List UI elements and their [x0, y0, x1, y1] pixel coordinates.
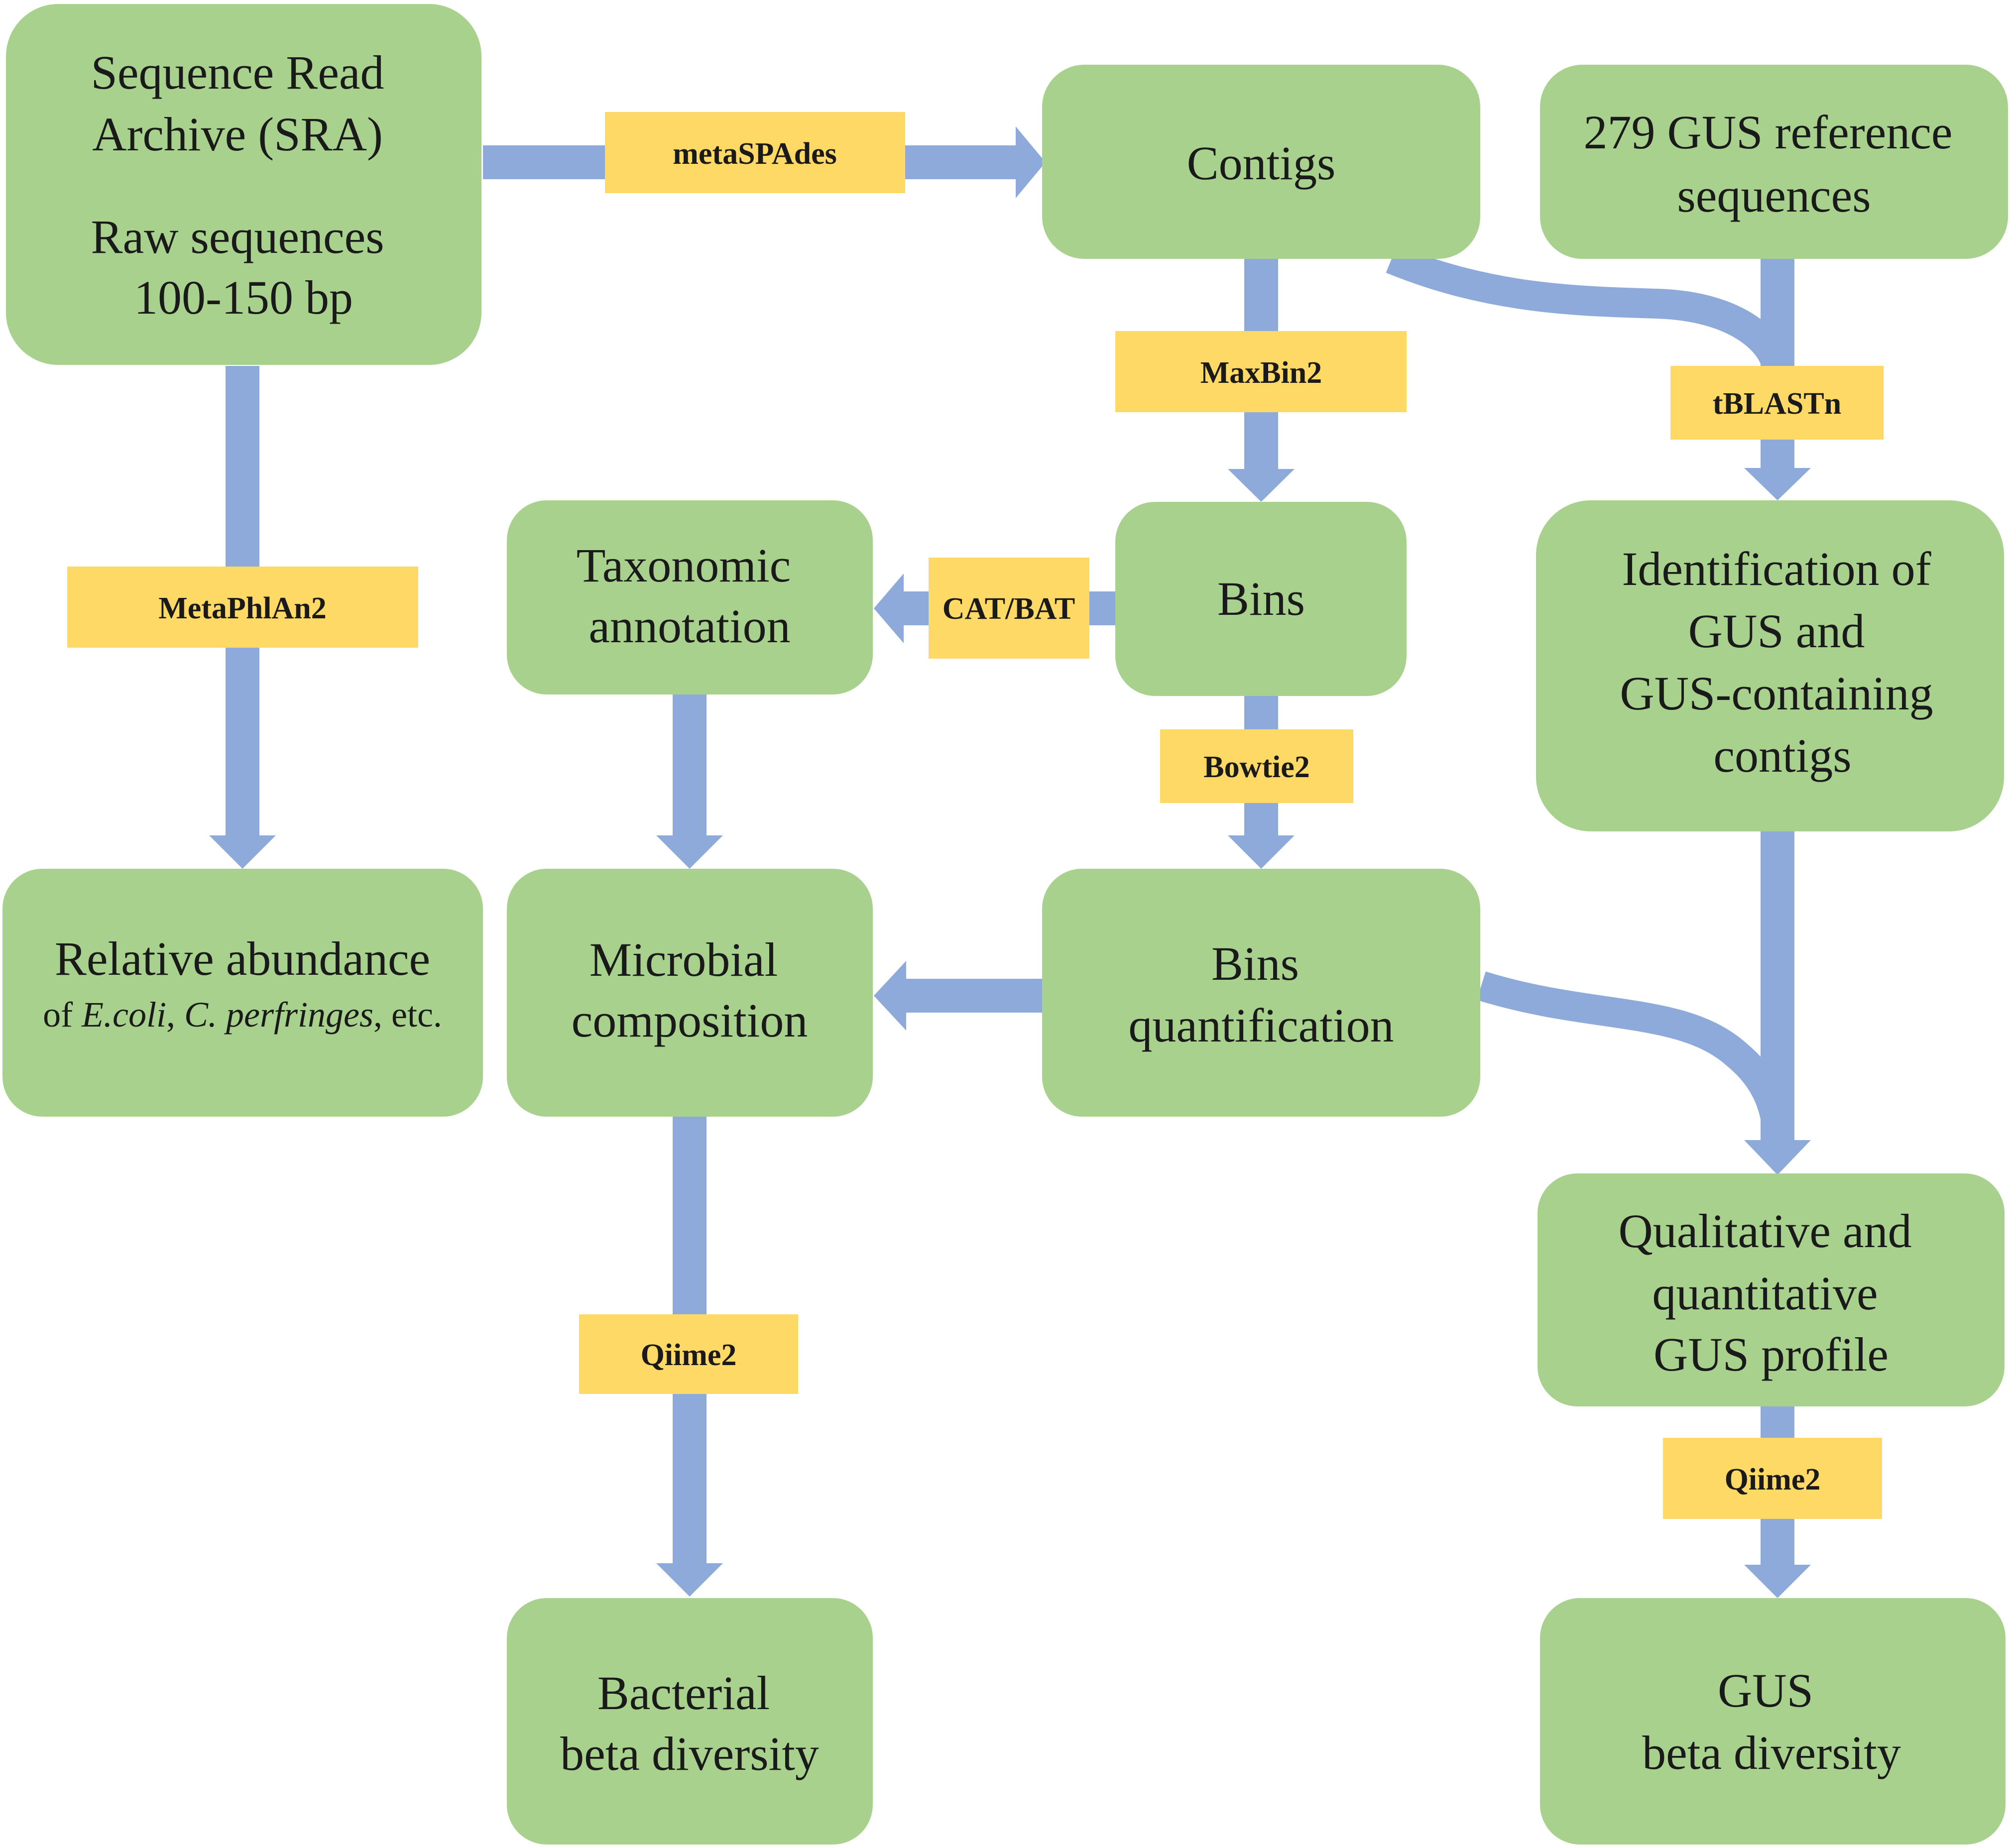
binsquant-line2: quantification: [1128, 999, 1394, 1052]
bactbeta-line1: Bacterial: [597, 1666, 770, 1720]
svg-text:MetaPhlAn2: MetaPhlAn2: [158, 591, 327, 625]
identification-line4: contigs: [1713, 729, 1851, 782]
binsquant-line1: Bins: [1211, 937, 1299, 990]
svg-text:Qualitative and quanti: Qualitative and quantitative GUS profile: [1618, 1204, 1923, 1381]
node-identification: Identification of GUS and GUS-containing…: [1536, 500, 2004, 831]
arrowhead-bins: [1228, 469, 1295, 502]
svg-text:Bowtie2: Bowtie2: [1203, 750, 1310, 784]
svg-text:Microbial composition: Microbial composition: [572, 933, 808, 1047]
node-microbial-composition: Microbial composition: [507, 869, 873, 1117]
node-bins-quantification: Bins quantification: [1042, 869, 1480, 1117]
svg-text:CAT/BAT: CAT/BAT: [943, 592, 1075, 626]
tool-qiime2-left: Qiime2: [579, 1314, 798, 1394]
relative-line2: of E.coli, C. perfringes, etc.: [43, 995, 442, 1035]
identification-line1: Identification of: [1622, 542, 1931, 595]
svg-text:MaxBin2: MaxBin2: [1200, 356, 1322, 390]
node-contigs: Contigs: [1042, 65, 1480, 259]
tool-metaphlan2: MetaPhlAn2: [67, 567, 418, 648]
species-ecoli: E.coli: [81, 995, 166, 1035]
gusref-line2: sequences: [1677, 169, 1871, 222]
svg-text:metaSPAdes: metaSPAdes: [673, 137, 836, 171]
taxonomic-line1: Taxonomic: [577, 539, 791, 592]
contigs-label: Contigs: [1187, 136, 1336, 190]
tool-labels: metaSPAdes MaxBin2 tBLASTn MetaPhlAn2 CA…: [67, 112, 1884, 1519]
microbial-line2: composition: [572, 994, 808, 1047]
arrowhead-relative: [209, 835, 276, 869]
arrowhead-microbial-left: [874, 961, 906, 1031]
svg-text:Identification of GUS: Identification of GUS and GUS-containing…: [1620, 542, 1945, 782]
microbial-line1: Microbial: [590, 933, 778, 986]
gusprofile-line1: Qualitative and: [1618, 1204, 1911, 1258]
bins-label: Bins: [1217, 572, 1305, 625]
node-taxonomic-annotation: Taxonomic annotation: [507, 500, 873, 694]
arrowhead-gusprofile: [1744, 1140, 1811, 1175]
arrowhead-microbial: [656, 835, 723, 869]
gusbeta-line2: beta diversity: [1642, 1726, 1901, 1779]
tool-catbat: CAT/BAT: [929, 558, 1089, 659]
svg-text:tBLASTn: tBLASTn: [1713, 387, 1841, 421]
svg-text:Bins quantification: Bins quantification: [1128, 937, 1394, 1052]
gusprofile-line2: quantitative: [1652, 1267, 1878, 1320]
species-cperfringes: C. perfringes: [184, 995, 373, 1035]
node-relative-abundance: Relative abundance of E.coli, C. perfrin…: [2, 869, 483, 1117]
svg-text:Bacterial beta diversi: Bacterial beta diversity: [560, 1666, 819, 1780]
node-bacterial-beta-diversity: Bacterial beta diversity: [507, 1598, 873, 1845]
arrowhead-identification: [1744, 468, 1811, 500]
sra-line3: Raw sequences: [91, 210, 384, 263]
arrowhead-taxonomic: [874, 574, 904, 643]
node-bins: Bins: [1115, 502, 1407, 696]
tool-qiime2-right: Qiime2: [1663, 1438, 1882, 1519]
gusbeta-line1: GUS: [1718, 1664, 1813, 1717]
sra-line1: Sequence Read: [91, 46, 384, 99]
svg-text:Sequence Read Archive: Sequence Read Archive (SRA) Raw sequence…: [91, 46, 396, 324]
identification-line3: GUS-containing: [1620, 667, 1933, 720]
identification-line2: GUS and: [1688, 604, 1865, 658]
sra-line4: 100-150 bp: [134, 271, 353, 324]
arrowhead-gusbeta: [1744, 1565, 1811, 1598]
node-sra: Sequence Read Archive (SRA) Raw sequence…: [6, 4, 481, 365]
node-gus-profile: Qualitative and quantitative GUS profile: [1537, 1173, 2005, 1406]
tool-metaspades: metaSPAdes: [605, 112, 905, 193]
edge-contigs-to-tblastn: [1386, 245, 1792, 372]
tool-tblastn: tBLASTn: [1670, 366, 1884, 440]
edge-binsquant-to-gusprofile: [1477, 971, 1792, 1141]
arrowhead-binsquant: [1228, 835, 1295, 869]
svg-text:279 GUS reference sequ: 279 GUS reference sequences: [1584, 106, 1965, 222]
taxonomic-line2: annotation: [589, 599, 790, 653]
arrowhead-bactbeta: [656, 1563, 723, 1597]
node-gus-reference: 279 GUS reference sequences: [1540, 65, 2008, 259]
svg-text:Qiime2: Qiime2: [641, 1338, 737, 1372]
svg-text:Taxonomic annotation: Taxonomic annotation: [577, 539, 803, 653]
svg-text:GUS beta diversity: GUS beta diversity: [1642, 1664, 1901, 1779]
svg-text:Qiime2: Qiime2: [1725, 1463, 1821, 1497]
sra-line2: Archive (SRA): [92, 108, 383, 161]
nodes: Sequence Read Archive (SRA) Raw sequence…: [2, 4, 2008, 1845]
relative-line1: Relative abundance: [55, 932, 430, 985]
bactbeta-line2: beta diversity: [560, 1727, 819, 1780]
tool-bowtie2: Bowtie2: [1160, 729, 1353, 803]
gusref-line1: 279 GUS reference: [1584, 106, 1953, 159]
node-gus-beta-diversity: GUS beta diversity: [1540, 1598, 2006, 1845]
arrowhead-contigs: [1016, 126, 1046, 198]
tool-maxbin2: MaxBin2: [1115, 331, 1407, 412]
gusprofile-line3: GUS profile: [1654, 1328, 1889, 1381]
